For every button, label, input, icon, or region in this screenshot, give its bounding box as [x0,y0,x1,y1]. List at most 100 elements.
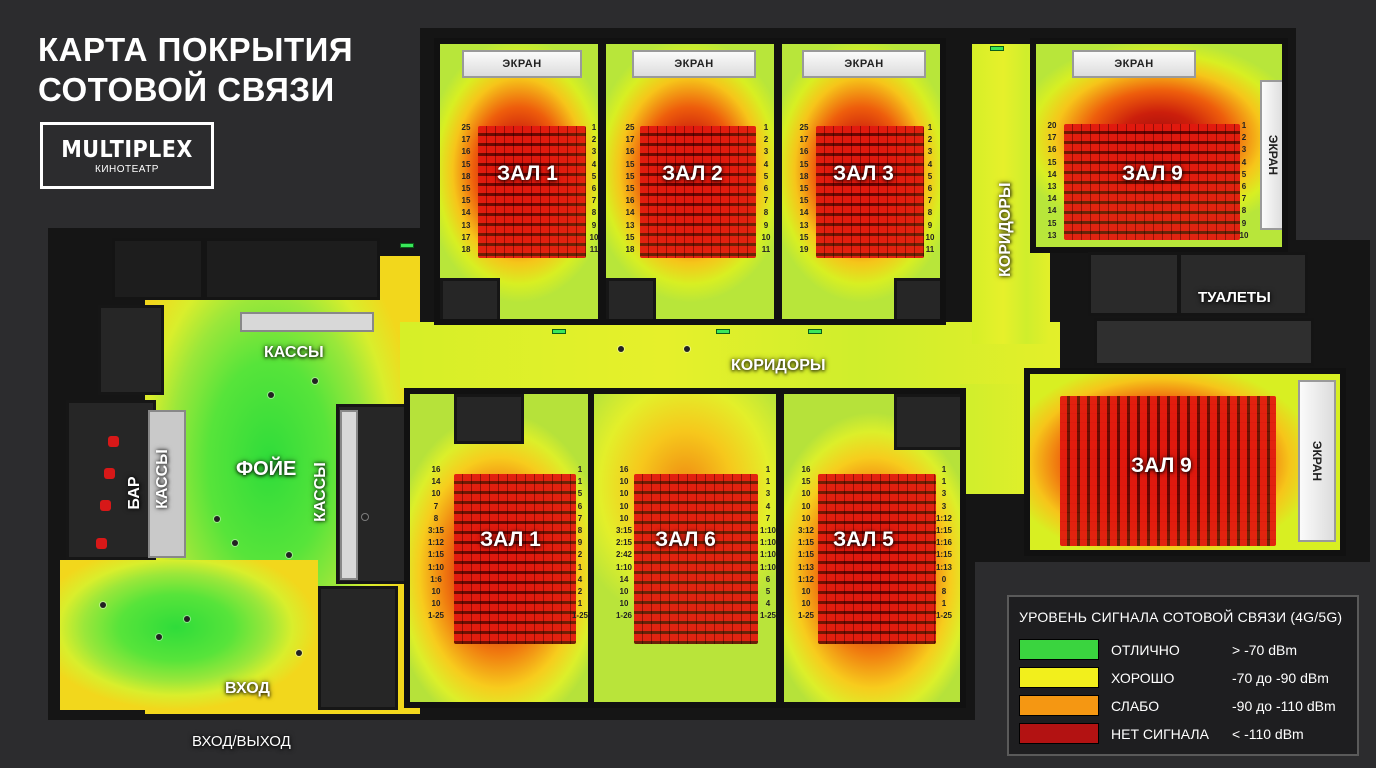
cash-label-left: КАССЫ [154,449,171,509]
corridor-label-horizontal: КОРИДОРЫ [731,357,826,374]
row-number: 25 [461,123,471,132]
cash-label-mid: КАССЫ [312,462,329,522]
seat-block [1060,396,1276,546]
row-number: 17 [461,232,471,242]
row-number: 14 [461,208,471,218]
person-figure [296,650,302,656]
poster-room [98,305,164,395]
row-number: 8 [577,525,583,535]
seat-block [634,474,758,644]
person-figure [286,552,292,558]
row-number: 7 [1241,194,1247,204]
person-figure [312,378,318,384]
row-number: 15 [625,232,635,242]
row-number: 1-26 [615,611,632,621]
row-number: 17 [1047,133,1057,143]
row-number: 14 [799,208,809,218]
legend-item-weak: СЛАБО -90 до -110 dBm [1019,695,1349,717]
multiplex-logo: MULTIPLEX КИНОТЕАТР [40,122,214,189]
bar-stool [96,538,107,549]
screen-hall-big-9: ЭКРАН [1298,380,1336,542]
legend-swatch [1019,667,1099,688]
row-number: 13 [461,220,471,230]
row-number: 4 [765,599,771,609]
toilets-label: ТУАЛЕТЫ [1198,289,1271,306]
title-line-2: СОТОВОЙ СВЯЗИ [38,71,335,108]
bar-stool [104,468,115,479]
row-number: 1:12 [427,538,444,548]
row-number: 15 [1047,218,1057,228]
legend-range: < -110 dBm [1232,726,1304,742]
row-number: 10 [619,501,629,511]
hall-label-top-2: ЗАЛ 2 [662,162,723,185]
row-number: 1 [941,477,947,487]
row-number: 1-25 [935,611,952,621]
row-number: 6 [927,183,933,193]
row-number: 1 [941,465,947,474]
screen-side-label: ЭКРАН [1266,134,1280,176]
row-number: 3 [765,489,771,499]
row-number: 13 [1047,181,1057,191]
row-number: 1 [1241,121,1247,130]
row-number: 5 [1241,169,1247,179]
row-number: 8 [1241,206,1247,216]
row-number: 3 [1241,145,1247,155]
entrance-area [60,560,318,710]
row-number: 4 [927,159,933,169]
row-number: 3:12 [797,525,814,535]
row-number: 1:16 [935,538,952,548]
row-number: 5 [763,171,769,181]
person-figure [156,634,162,640]
legend-swatch [1019,639,1099,660]
legend-swatch [1019,695,1099,716]
row-number: 20 [1047,121,1057,130]
seat-block [818,474,936,644]
row-number: 6 [763,183,769,193]
hall-label-bottom-6: ЗАЛ 6 [655,528,716,551]
seat-block [478,126,586,258]
person-figure [268,392,274,398]
row-number: 7 [763,196,769,206]
row-number: 14 [431,477,441,487]
person-figure [362,514,368,520]
row-number: 4 [763,159,769,169]
row-number: 17 [799,135,809,145]
row-number: 14 [1047,206,1057,216]
row-number: 3 [927,147,933,157]
row-number: 1 [765,465,771,474]
cash-label-top: КАССЫ [264,344,324,361]
row-number: 10 [619,477,629,487]
row-number: 4 [591,159,597,169]
row-number: 5 [765,586,771,596]
person-figure [184,616,190,622]
row-number: 1 [577,477,583,487]
exit-sign [552,329,566,334]
row-number: 7 [765,513,771,523]
foyer-label: ФОЙЕ [236,458,297,480]
row-number: 3:15 [615,525,632,535]
row-number: 2 [763,135,769,145]
seat-block [1064,124,1240,240]
row-number: 2 [1241,133,1247,143]
row-number: 4 [765,501,771,511]
screen-hall-top-2: ЭКРАН [632,50,756,78]
legend-swatch [1019,723,1099,744]
row-number: 5 [591,171,597,181]
row-number: 1:10 [427,562,444,572]
row-number: 7 [927,196,933,206]
row-number: 1-25 [571,611,588,621]
legend-range: -90 до -110 dBm [1232,698,1336,714]
row-number: 2:42 [615,550,632,560]
cash-counter-top [240,312,374,332]
row-number: 9 [591,220,597,230]
row-number: 1 [577,562,583,572]
hall-entrance-room [440,278,500,319]
